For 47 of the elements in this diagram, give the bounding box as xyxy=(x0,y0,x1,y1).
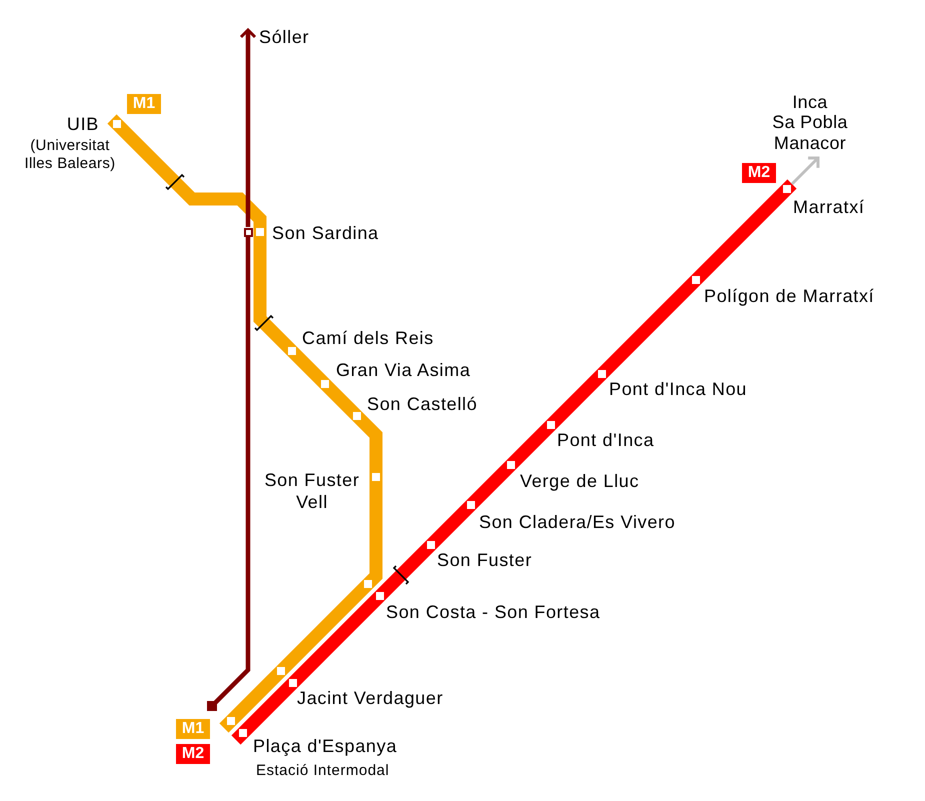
rail-line xyxy=(375,540,436,601)
destination-name: Inca xyxy=(791,92,829,112)
destination-name: Manacor xyxy=(772,133,848,153)
line-end-square xyxy=(207,701,217,711)
rail-line xyxy=(287,346,330,389)
rail-line xyxy=(320,379,362,421)
station-name: Gran Via Asima xyxy=(336,360,471,380)
rail-line xyxy=(213,237,250,705)
station-name: Polígon de Marratxí xyxy=(704,286,874,306)
station-name: Pont d'Inca xyxy=(557,430,654,450)
station-name: Son Fuster xyxy=(437,550,532,570)
station-name: Son Cladera/Es Vivero xyxy=(479,512,676,532)
station-subtitle: (Universitat Illes Balears) xyxy=(24,137,116,173)
station-name: Camí dels Reis xyxy=(302,328,434,348)
rail-line xyxy=(426,500,476,550)
rail-line xyxy=(219,666,286,733)
rail-line xyxy=(231,678,298,745)
destination-name: Sa Pobla xyxy=(771,112,849,132)
rail-line xyxy=(276,579,373,676)
line-badge: M1 xyxy=(176,719,210,739)
rail-line xyxy=(288,591,385,688)
rail-line xyxy=(107,114,266,232)
station-name: Pont d'Inca Nou xyxy=(609,379,748,399)
station-name: Son Fuster Vell xyxy=(263,469,361,513)
rail-line xyxy=(352,411,382,477)
station-name: Son Sardina xyxy=(272,223,379,243)
rail-line xyxy=(506,420,556,470)
line-arrow xyxy=(790,156,820,186)
rail-line xyxy=(546,369,607,430)
rail-line xyxy=(363,477,382,589)
line-badge: M2 xyxy=(176,744,210,764)
line-arrow xyxy=(240,28,256,227)
station-name: Marratxí xyxy=(793,197,865,217)
station-name: UIB xyxy=(66,114,99,134)
line-badge: M2 xyxy=(742,163,776,183)
station-name: Son Castelló xyxy=(367,394,478,414)
station-name: Verge de Lluc xyxy=(520,471,640,491)
station-name: Son Costa - Son Fortesa xyxy=(386,602,600,622)
destination-name: Sóller xyxy=(259,27,310,47)
station-name: Jacint Verdaguer xyxy=(297,688,444,708)
rail-line xyxy=(597,275,701,379)
rail-line xyxy=(466,460,516,510)
station-name: Plaça d'Espanya xyxy=(253,736,398,756)
station-subtitle: Estació Intermodal xyxy=(256,762,390,780)
rail-line xyxy=(691,179,797,285)
line-badge: M1 xyxy=(127,94,161,114)
rail-line xyxy=(254,232,297,356)
